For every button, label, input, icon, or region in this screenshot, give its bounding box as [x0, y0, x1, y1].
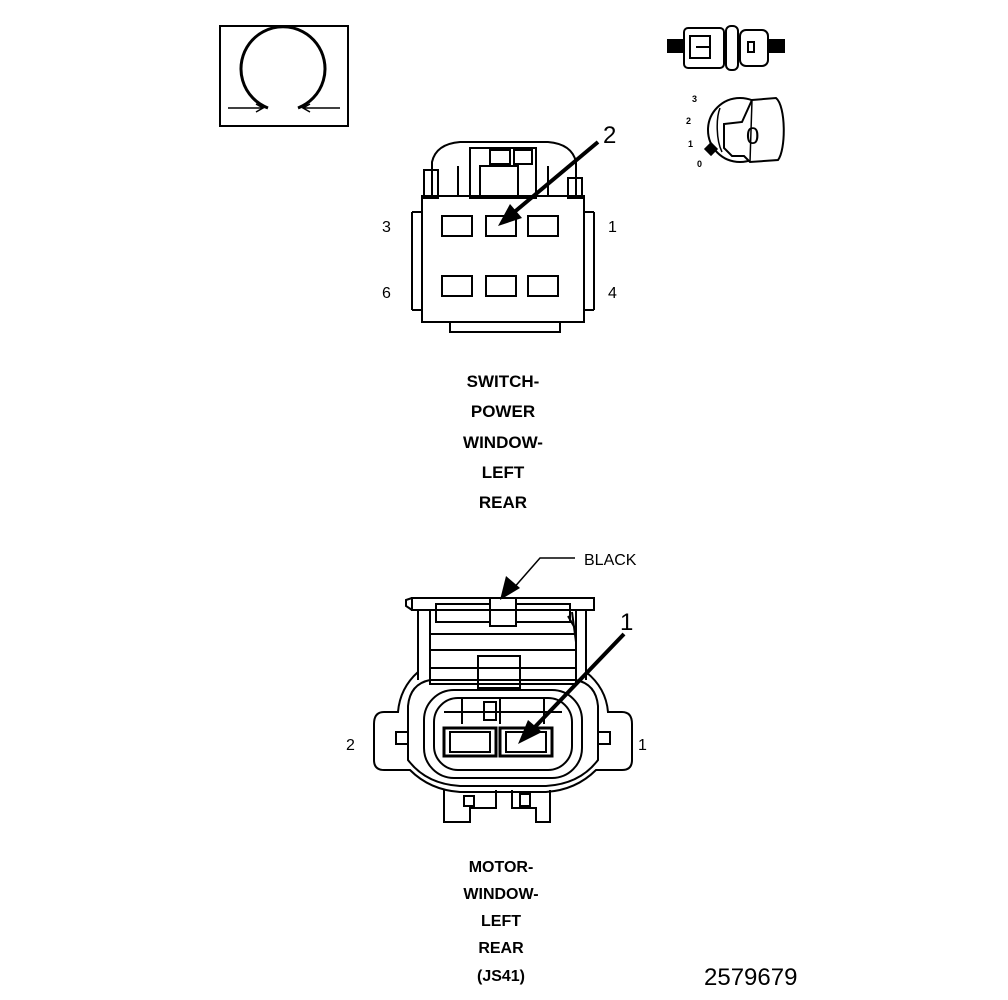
pin-label-4: 4 [608, 285, 617, 302]
caption-line: LEFT [482, 463, 525, 482]
figure-number: 2579679 [704, 964, 797, 991]
motor-connector-caption: MOTOR- WINDOW- LEFT REAR (JS41) [463, 859, 538, 985]
caption-line: WINDOW- [463, 433, 543, 452]
caption-line: REAR [478, 940, 524, 957]
cavity-1 [527, 215, 559, 237]
cavity-5 [485, 275, 517, 297]
caption-line: REAR [479, 493, 527, 512]
cavity-6 [441, 275, 473, 297]
pin-label-6: 6 [382, 285, 391, 302]
ignition-position-3: 3 [692, 94, 697, 104]
callout-2-label: 2 [603, 122, 616, 149]
connector-color-label: BLACK [584, 552, 637, 569]
ignition-key-label: 0 [746, 123, 759, 150]
caption-line: WINDOW- [463, 886, 538, 903]
switch-connector-face [411, 141, 595, 333]
color-leader-arrow [500, 557, 575, 600]
ignition-position-1: 1 [688, 139, 693, 149]
switch-connector-caption: SWITCH- POWER WINDOW- LEFT REAR [463, 372, 543, 512]
callout-2-arrow [498, 140, 600, 226]
cavity-3 [441, 215, 473, 237]
ignition-position-2: 2 [686, 116, 691, 126]
pin-label-3: 3 [382, 219, 391, 236]
callout-1-label: 1 [620, 609, 633, 636]
motor-connector-face [373, 597, 633, 823]
callout-1-arrow [518, 632, 626, 744]
caption-line: POWER [471, 402, 535, 421]
switch-connector-cavities [441, 215, 559, 297]
pin-label-1: 1 [608, 219, 617, 236]
caption-line: SWITCH- [467, 372, 540, 391]
caption-line: LEFT [481, 913, 521, 930]
caption-line: (JS41) [477, 968, 525, 985]
omega-symbol-icon [219, 25, 349, 127]
cavity-4 [527, 275, 559, 297]
ignition-position-0: 0 [697, 159, 702, 169]
pin-label-1-motor: 1 [638, 737, 647, 754]
pin-label-2: 2 [346, 737, 355, 754]
connector-plug-icon [667, 25, 785, 71]
ignition-switch-icon: 3 2 1 0 0 [686, 94, 785, 169]
caption-line: MOTOR- [469, 859, 534, 876]
